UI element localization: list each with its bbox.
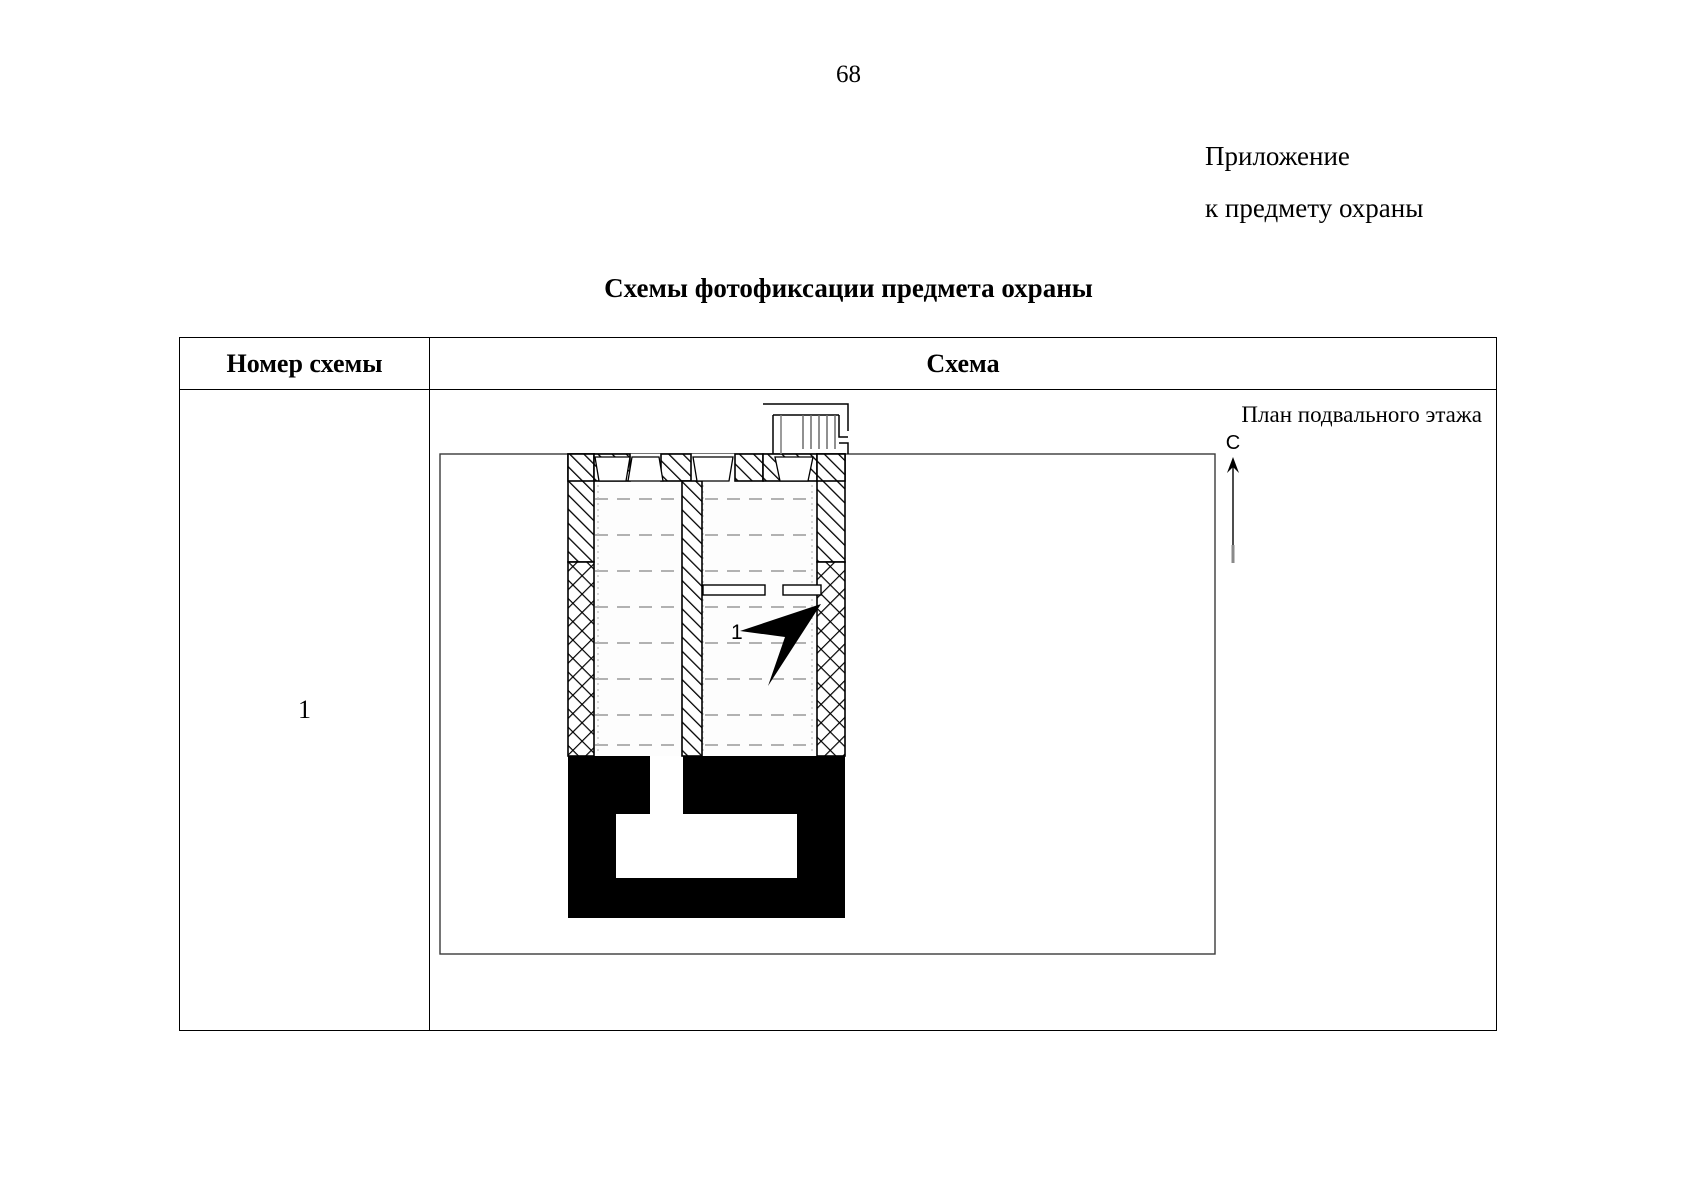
cell-schema-drawing: План подвального этажа С	[429, 389, 1497, 1031]
viewpoint-number-label: 1	[731, 621, 743, 644]
plan-caption: План подвального этажа	[1241, 402, 1482, 427]
camera-viewpoint-arrow-icon	[740, 604, 821, 686]
cell-schema-number: 1	[179, 389, 430, 1031]
appendix-line-1: Приложение	[1205, 141, 1350, 171]
solid-wall-structure	[568, 756, 845, 918]
table-row: 1 План подвального этажа С	[179, 389, 1497, 1031]
schema-table: Номер схемы Схема 1 План подвального эта…	[179, 337, 1497, 1031]
basement-floor-plan-drawing: 1	[439, 403, 1216, 955]
north-arrow-icon	[1227, 457, 1239, 563]
staircase-detail	[763, 403, 849, 454]
column-header-schema: Схема	[429, 337, 1497, 390]
north-indicator: С	[1213, 433, 1253, 563]
north-label: С	[1225, 432, 1241, 454]
door-openings	[702, 584, 822, 596]
table-header-row: Номер схемы Схема	[179, 337, 1497, 390]
appendix-line-2: к предмету охраны	[1205, 193, 1424, 223]
appendix-heading: Приложение к предмету охраны	[1205, 130, 1665, 234]
building-interior	[592, 454, 819, 756]
page-title: Схемы фотофиксации предмета охраны	[604, 273, 1093, 303]
column-header-number: Номер схемы	[179, 337, 430, 390]
page-number: 68	[836, 61, 861, 88]
schema-canvas: План подвального этажа С	[430, 391, 1496, 1029]
window-openings	[594, 456, 814, 482]
interior-grid	[595, 498, 815, 746]
